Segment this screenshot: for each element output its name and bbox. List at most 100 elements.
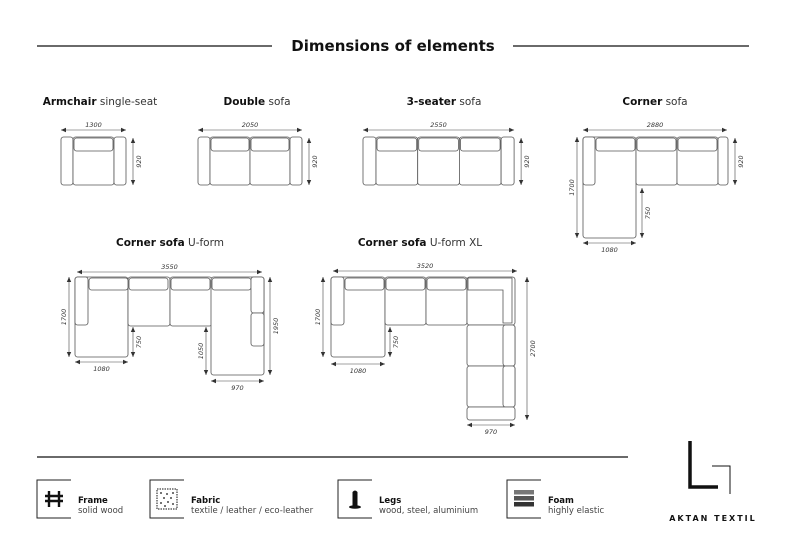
back-cushion [210, 137, 250, 152]
dimension-label: 2880 [647, 121, 664, 129]
sofa-title-light: single-seat [97, 96, 158, 108]
brand-name: AKTAN TEXTIL [669, 514, 757, 523]
armrest-right [500, 136, 515, 186]
back-cushion [128, 277, 169, 291]
dimension-label: 970 [485, 428, 497, 436]
chaise [582, 136, 637, 239]
dimension-label: 1080 [93, 365, 110, 373]
three-seater-drawing [362, 136, 515, 186]
dimension-label: 1700 [568, 179, 576, 196]
sofa-title: Corner sofa [622, 96, 687, 108]
dimension-label: 1080 [601, 246, 618, 254]
back-cushion [88, 277, 129, 291]
brand-logo: AKTAN TEXTIL [669, 441, 757, 523]
dimension-label: 920 [311, 155, 319, 167]
dimension-label: 970 [231, 384, 243, 392]
logo-mark-secondary [712, 465, 731, 494]
sofa-title-bold: Armchair [43, 96, 98, 108]
armrest-left [362, 136, 377, 186]
back-cushion [344, 277, 385, 291]
u-form-sofa-drawing [74, 276, 265, 376]
armrest-left [74, 276, 89, 326]
armrest-right [717, 136, 729, 186]
u-form-xl-sofa-drawing [330, 276, 516, 421]
back-cushion [250, 137, 290, 152]
armrest-bottom [466, 406, 516, 421]
armrest-right [113, 136, 127, 186]
material-title: Frame [78, 496, 108, 506]
sofa-title: Corner sofa U-form XL [358, 237, 482, 249]
frame-icon [45, 491, 63, 507]
sofa-title-light: sofa [662, 96, 687, 108]
sofa-title-light: U-form [185, 237, 224, 249]
dimension-label: 920 [135, 155, 143, 167]
armrest-left [60, 136, 74, 186]
sofa-title: Armchair single-seat [43, 96, 158, 108]
sofa-title-bold: 3-seater [407, 96, 457, 108]
sofa-title: Double sofa [223, 96, 290, 108]
dimension-label: 1050 [197, 343, 205, 360]
back-cushion [459, 137, 501, 152]
sofa-title-light: sofa [456, 96, 481, 108]
dimension-label: 1700 [314, 309, 322, 326]
logo-mark [688, 441, 718, 489]
back-cushion [636, 137, 677, 152]
back-cushion [170, 277, 211, 291]
dimension-label: 750 [392, 336, 400, 348]
dimension-label: 1700 [60, 309, 68, 326]
armrest-left [197, 136, 211, 186]
dimension-label: 1950 [272, 318, 280, 335]
sofa-title-light: sofa [265, 96, 290, 108]
sofa-title-bold: Corner [622, 96, 663, 108]
sofa-title-light: U-form XL [426, 237, 482, 249]
dimension-label: 920 [523, 155, 531, 167]
corner-sofa-drawing [582, 136, 729, 239]
sofa-title: Corner sofa U-form [116, 237, 224, 249]
legs-icon [349, 490, 361, 509]
sofa-title-bold: Corner sofa [116, 237, 185, 249]
material-icon-frame [149, 479, 184, 519]
sofa-title-bold: Double [223, 96, 265, 108]
dimension-label: 750 [644, 207, 652, 219]
back-cushion [385, 277, 426, 291]
back-cushion [502, 365, 516, 408]
sofa-title: 3-seater sofa [407, 96, 482, 108]
back-cushion [73, 137, 114, 152]
back-cushion [211, 277, 252, 291]
material-title: Fabric [191, 496, 220, 506]
armrest-inner [250, 312, 265, 347]
material-icon-frame [337, 479, 372, 519]
material-title: Legs [379, 496, 401, 506]
back-cushion [426, 277, 467, 291]
page-title: Dimensions of elements [291, 37, 494, 55]
material-description: solid wood [78, 506, 123, 516]
armchair-drawing [60, 136, 127, 186]
material-description: wood, steel, aluminium [379, 506, 478, 516]
back-cushion [418, 137, 459, 152]
dimension-label: 2700 [529, 340, 537, 357]
material-icon-frame [36, 479, 71, 519]
back-cushion [595, 137, 636, 152]
armrest-left [330, 276, 345, 326]
corner-back-cushion [467, 277, 513, 324]
dimension-label: 2050 [242, 121, 259, 129]
armrest-right [289, 136, 303, 186]
material-description: highly elastic [548, 506, 605, 516]
armrest-left [582, 136, 596, 186]
material-description: textile / leather / eco-leather [191, 506, 314, 516]
dimension-label: 3520 [417, 262, 434, 270]
dimension-label: 750 [135, 336, 143, 348]
fabric-icon [156, 488, 178, 510]
dimension-label: 1300 [85, 121, 102, 129]
double-sofa-drawing [197, 136, 303, 186]
dimension-label: 2550 [430, 121, 447, 129]
back-cushion [376, 137, 418, 152]
material-icon-frame [506, 479, 541, 519]
back-cushion [502, 324, 516, 367]
dimension-label: 920 [737, 155, 745, 167]
